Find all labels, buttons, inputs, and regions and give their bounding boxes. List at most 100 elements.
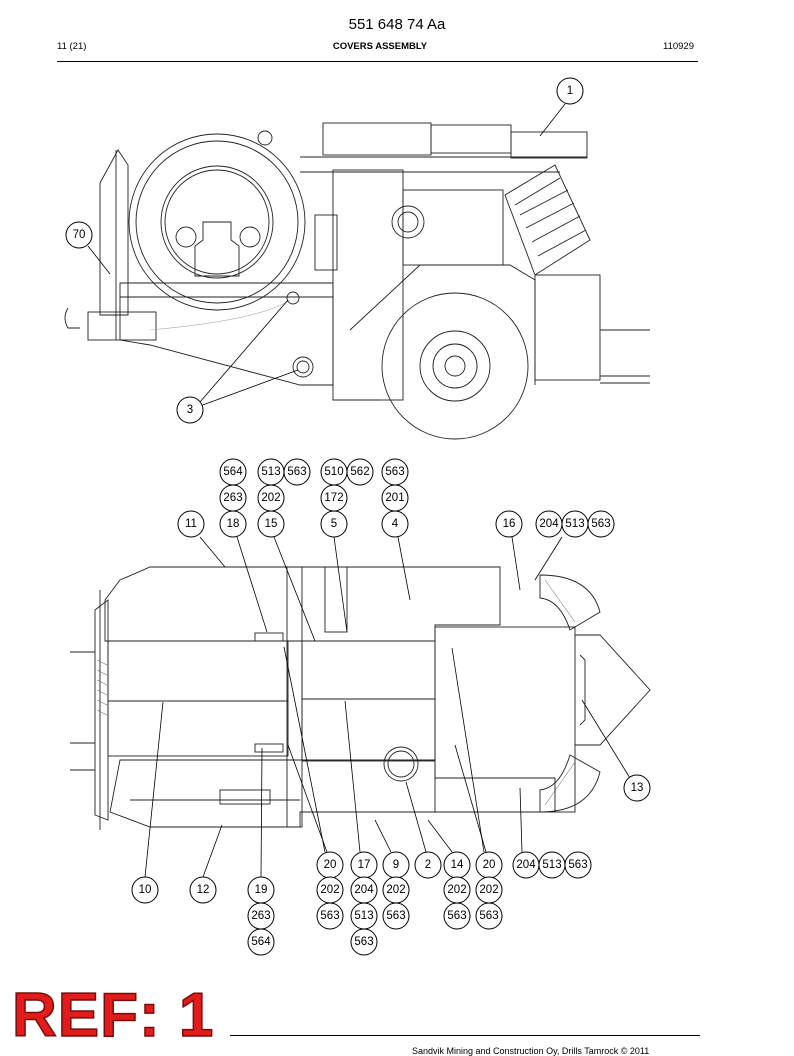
svg-text:513: 513	[261, 466, 280, 478]
callout-202: 202	[443, 876, 471, 904]
copyright-notice: Sandvik Mining and Construction Oy, Dril…	[412, 1046, 650, 1056]
callout-9: 9	[382, 851, 410, 879]
callout-3: 3	[176, 396, 204, 424]
svg-text:564: 564	[223, 466, 243, 478]
svg-text:202: 202	[386, 884, 405, 896]
svg-text:202: 202	[479, 884, 498, 896]
callout-513: 513	[538, 851, 566, 879]
svg-text:3: 3	[187, 404, 193, 416]
svg-text:563: 563	[320, 910, 339, 922]
callout-20: 20	[475, 851, 503, 879]
svg-text:14: 14	[451, 859, 464, 871]
header-rule	[57, 61, 698, 62]
callout-201: 201	[381, 484, 409, 512]
svg-text:11: 11	[185, 518, 197, 530]
svg-text:70: 70	[73, 229, 86, 241]
svg-text:202: 202	[261, 492, 280, 504]
callout-563: 563	[382, 902, 410, 930]
callout-202: 202	[316, 876, 344, 904]
callout-19: 19	[247, 876, 275, 904]
page-title: COVERS ASSEMBLY	[332, 41, 428, 52]
svg-text:12: 12	[197, 884, 210, 896]
svg-text:20: 20	[324, 859, 337, 871]
svg-text:9: 9	[393, 859, 399, 871]
callout-563: 563	[316, 902, 344, 930]
callout-513: 513	[257, 458, 285, 486]
part-number: 551 648 74 Aa	[348, 16, 446, 33]
side-view-drawing	[64, 122, 650, 440]
callout-204: 204	[350, 876, 378, 904]
callout-4: 4	[381, 510, 409, 538]
svg-text:563: 563	[386, 910, 405, 922]
svg-text:4: 4	[392, 518, 399, 530]
svg-text:1: 1	[567, 85, 573, 97]
callout-14: 14	[443, 851, 471, 879]
svg-text:15: 15	[265, 518, 278, 530]
document-date: 110929	[663, 41, 694, 52]
callout-20: 20	[316, 851, 344, 879]
callout-10: 10	[131, 876, 159, 904]
svg-text:204: 204	[354, 884, 374, 896]
svg-text:563: 563	[447, 910, 466, 922]
svg-text:513: 513	[542, 859, 561, 871]
callout-564: 564	[219, 458, 247, 486]
svg-text:562: 562	[350, 466, 369, 478]
svg-text:13: 13	[631, 782, 644, 794]
callout-2: 2	[414, 851, 442, 879]
svg-text:510: 510	[324, 466, 343, 478]
top-view-drawing	[70, 566, 651, 830]
svg-text:513: 513	[565, 518, 584, 530]
svg-text:17: 17	[358, 859, 371, 871]
svg-text:20: 20	[483, 859, 496, 871]
svg-text:2: 2	[425, 859, 431, 871]
svg-text:204: 204	[539, 518, 559, 530]
callout-13: 13	[623, 774, 651, 802]
callout-1: 1	[556, 77, 584, 105]
callout-513: 513	[561, 510, 589, 538]
callout-70: 70	[65, 221, 93, 249]
callout-563: 563	[443, 902, 471, 930]
callout-563: 563	[564, 851, 592, 879]
svg-text:18: 18	[227, 518, 240, 530]
callout-563: 563	[381, 458, 409, 486]
svg-text:263: 263	[251, 910, 270, 922]
svg-text:172: 172	[324, 492, 343, 504]
callout-563: 563	[587, 510, 615, 538]
callout-563: 563	[350, 928, 378, 956]
svg-text:263: 263	[223, 492, 242, 504]
callout-563: 563	[475, 902, 503, 930]
svg-text:563: 563	[385, 466, 404, 478]
footer-rule	[230, 1035, 700, 1036]
callout-16: 16	[495, 510, 523, 538]
callout-513: 513	[350, 902, 378, 930]
svg-text:563: 563	[568, 859, 587, 871]
callout-510: 510	[320, 458, 348, 486]
callout-204: 204	[535, 510, 563, 538]
svg-text:204: 204	[516, 859, 536, 871]
svg-text:513: 513	[354, 910, 373, 922]
svg-text:19: 19	[255, 884, 268, 896]
svg-text:563: 563	[591, 518, 610, 530]
callout-263: 263	[247, 902, 275, 930]
side-view-leaders	[87, 103, 566, 407]
page-indicator: 11 (21)	[57, 41, 87, 52]
svg-text:16: 16	[503, 518, 516, 530]
ref-stamp: REF: 1	[11, 981, 215, 1050]
callout-15: 15	[257, 510, 285, 538]
svg-text:202: 202	[320, 884, 339, 896]
callout-17: 17	[350, 851, 378, 879]
svg-text:5: 5	[331, 518, 337, 530]
callout-564: 564	[247, 928, 275, 956]
svg-text:564: 564	[251, 936, 271, 948]
callout-202: 202	[257, 484, 285, 512]
callout-18: 18	[219, 510, 247, 538]
callout-12: 12	[189, 876, 217, 904]
callout-5: 5	[320, 510, 348, 538]
callout-562: 562	[346, 458, 374, 486]
callout-563: 563	[283, 458, 311, 486]
svg-text:201: 201	[385, 492, 404, 504]
callout-202: 202	[475, 876, 503, 904]
svg-text:563: 563	[354, 936, 373, 948]
svg-text:563: 563	[287, 466, 306, 478]
